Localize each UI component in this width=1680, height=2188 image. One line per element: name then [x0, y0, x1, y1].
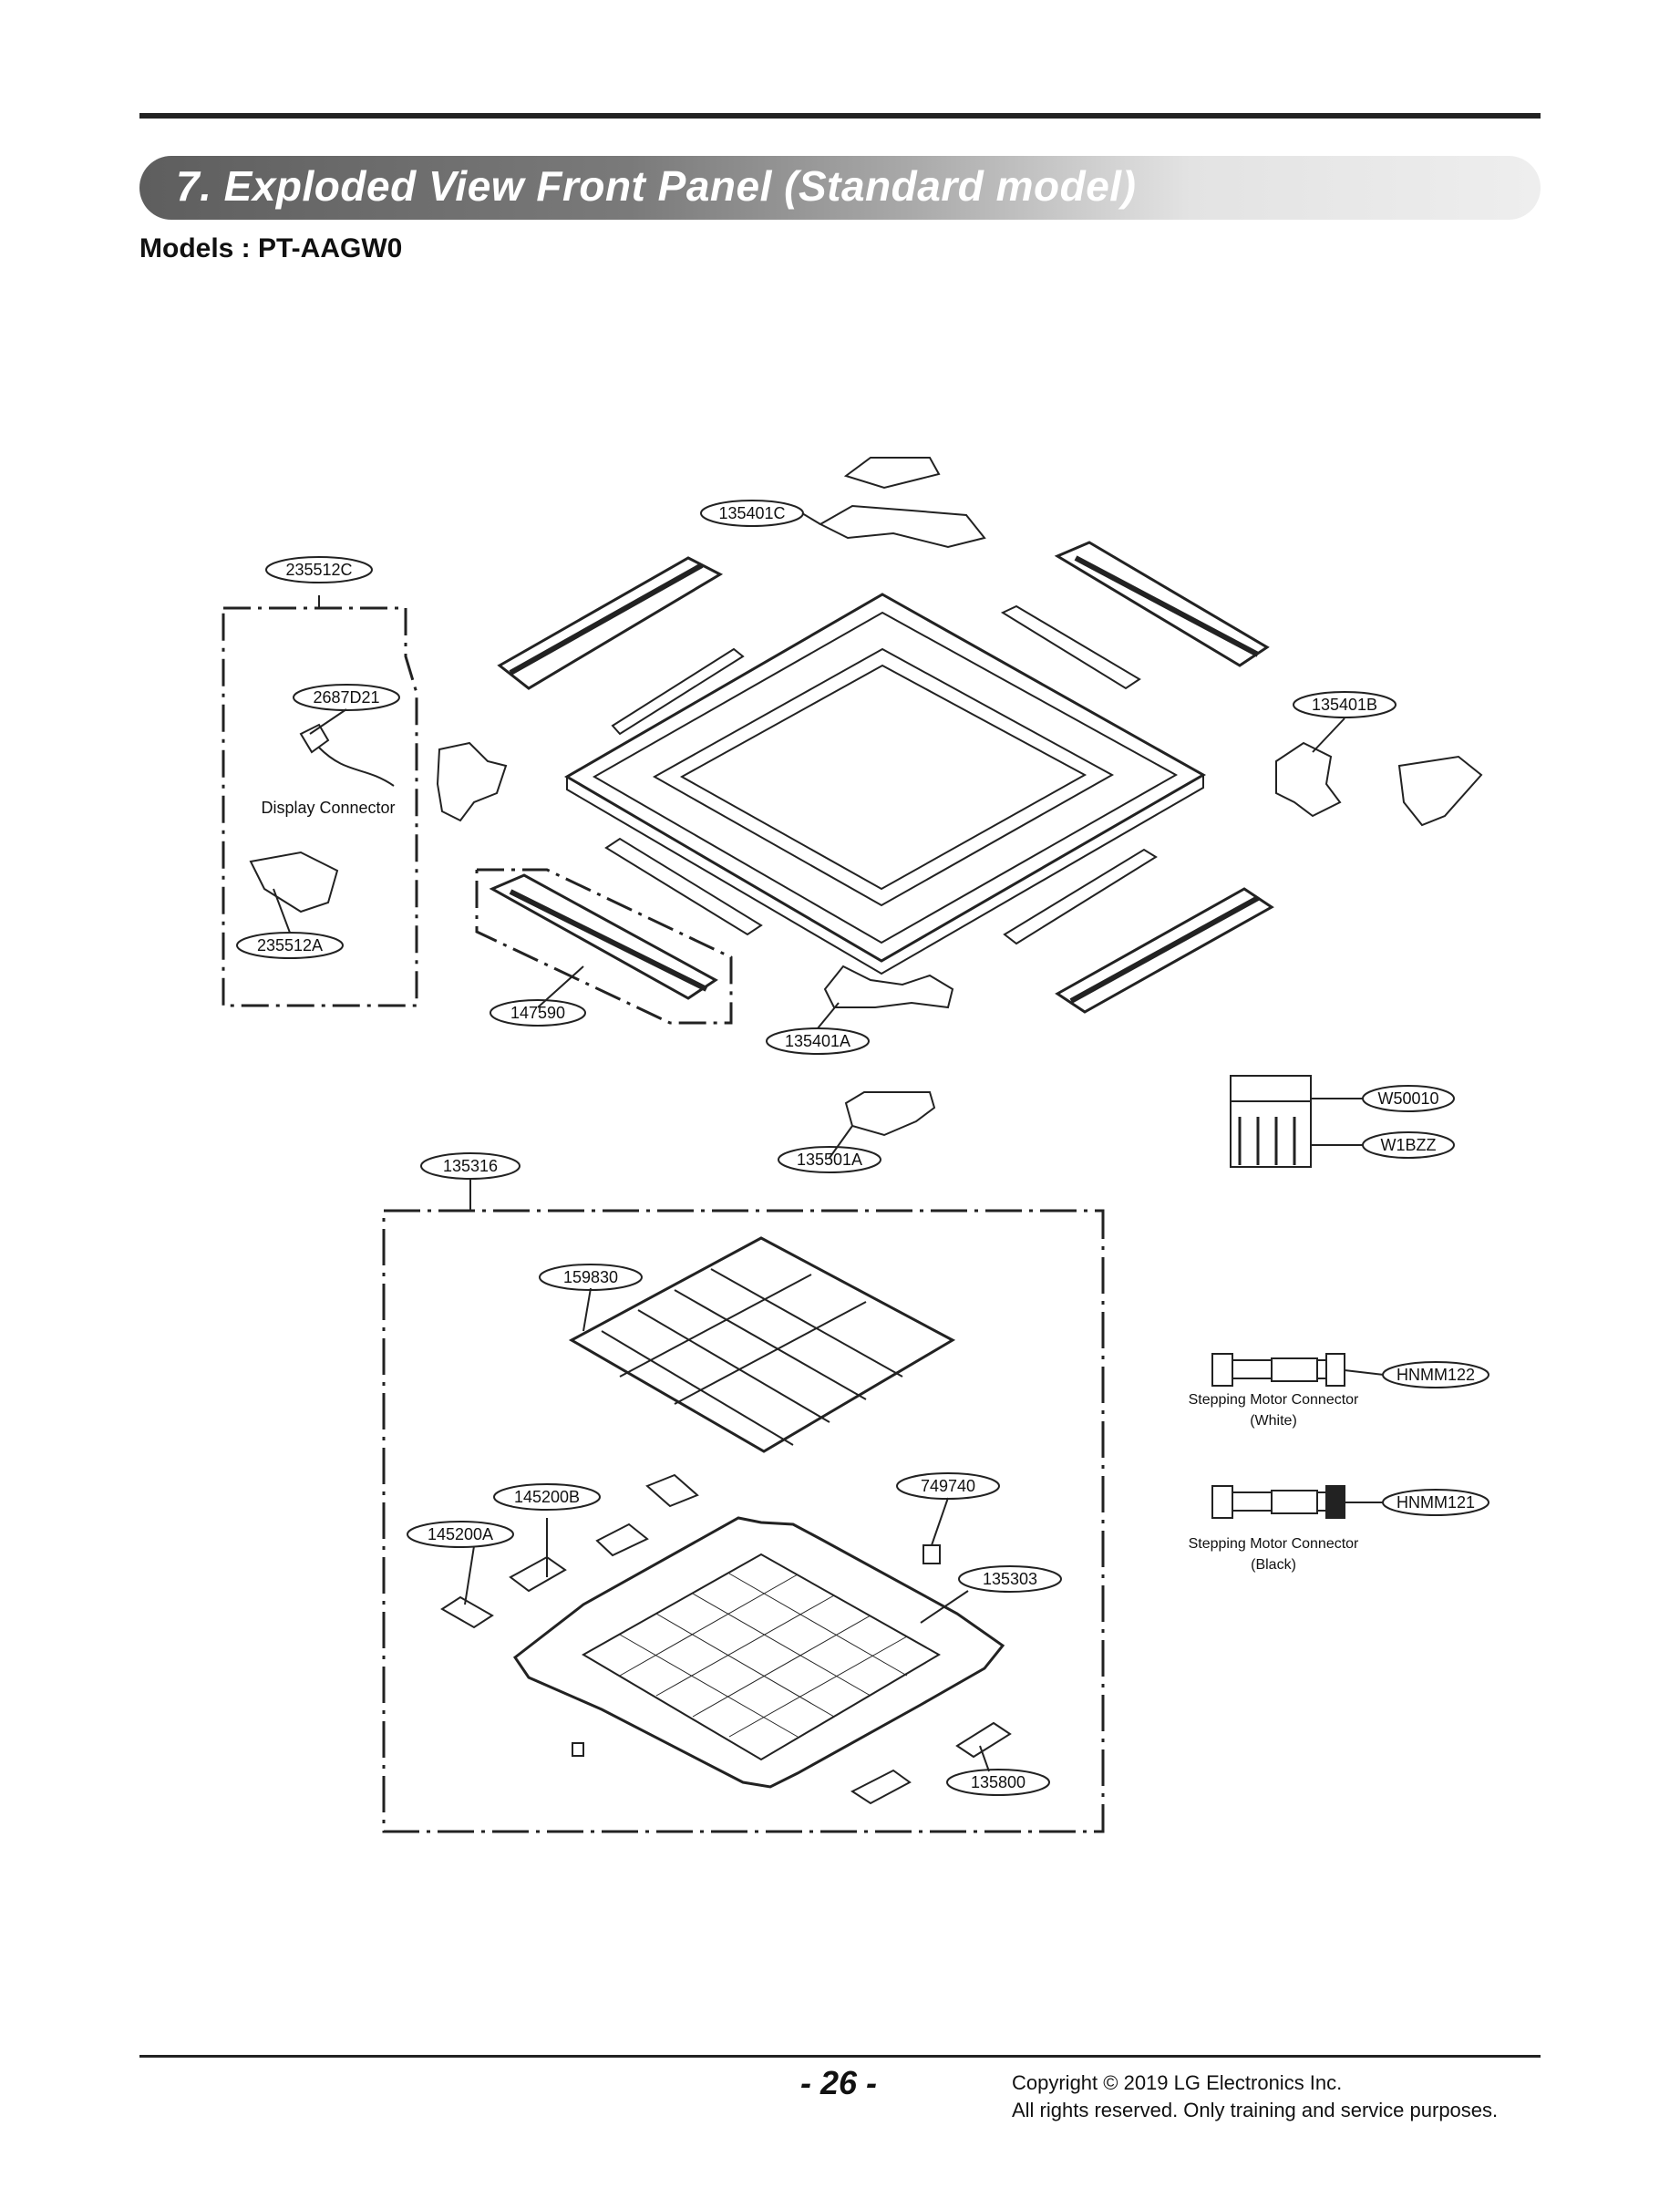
bubble-135401a [766, 1027, 870, 1055]
bubble-135501a [778, 1146, 881, 1173]
clip-135800-1 [955, 1721, 1012, 1759]
filter-159830 [568, 1236, 956, 1453]
bottom-rule [139, 2055, 1541, 2058]
stepping-connector-white [1211, 1353, 1345, 1387]
group-box-235512c [222, 606, 418, 1007]
clip-135800-2 [850, 1769, 912, 1805]
louver-top-left [497, 556, 724, 690]
bubble-145200b [493, 1483, 601, 1511]
top-rule [139, 113, 1541, 119]
clip-small [572, 1742, 584, 1757]
corner-piece-135401b [1275, 741, 1483, 827]
caption-stepping-black-2: (Black) [1251, 1557, 1296, 1573]
label-2687d21: 2687D21 [313, 688, 379, 707]
bubble-135316 [420, 1152, 520, 1180]
bubble-147590 [490, 999, 586, 1027]
label-135401b: 135401B [1312, 696, 1377, 714]
bubble-hnmm122 [1382, 1361, 1489, 1388]
bubble-w50010 [1362, 1085, 1455, 1112]
clip-749740 [922, 1544, 941, 1564]
vane-strip-2 [1000, 604, 1141, 690]
clip-145200b-1 [509, 1555, 567, 1593]
bubble-hnmm121 [1382, 1489, 1489, 1516]
copyright: Copyright © 2019 LG Electronics Inc. All… [1012, 2069, 1498, 2124]
bubble-235512c [265, 556, 373, 583]
label-235512c: 235512C [285, 561, 352, 579]
label-135316: 135316 [443, 1157, 498, 1175]
caption-stepping-white-1: Stepping Motor Connector [1189, 1392, 1359, 1408]
section-banner: 7. Exploded View Front Panel (Standard m… [139, 156, 1541, 220]
clip-145200b-2 [595, 1522, 649, 1557]
corner-piece-135401c [818, 457, 986, 549]
vane-strip-4 [1003, 848, 1158, 945]
caption-stepping-black-1: Stepping Motor Connector [1189, 1536, 1359, 1552]
terminal-block [1230, 1075, 1312, 1168]
label-135303: 135303 [983, 1570, 1037, 1588]
corner-piece-135401a [823, 965, 954, 1009]
bubble-135800 [946, 1769, 1050, 1796]
caption-display-connector: Display Connector [261, 799, 395, 817]
louver-bottom-left-147590 [489, 873, 718, 1000]
label-135501a: 135501A [797, 1151, 862, 1169]
copyright-line-1: Copyright © 2019 LG Electronics Inc. [1012, 2071, 1343, 2094]
bubble-135303 [958, 1565, 1062, 1593]
bubble-749740 [896, 1472, 1000, 1500]
bubble-145200a [407, 1521, 514, 1548]
label-w1bzz: W1BZZ [1381, 1136, 1437, 1154]
label-159830: 159830 [563, 1268, 618, 1286]
clip-145200a [440, 1595, 494, 1629]
display-connector-part [299, 723, 395, 787]
page-number: - 26 - [800, 2064, 878, 2101]
label-147590: 147590 [510, 1004, 565, 1022]
caption-stepping-white-2: (White) [1250, 1413, 1297, 1429]
louver-top-right [1054, 541, 1270, 667]
group-box-135316 [382, 1209, 1105, 1833]
section-title: 7. Exploded View Front Panel (Standard m… [176, 162, 1137, 210]
group-box-147590 [475, 868, 733, 1025]
vane-strip-3 [604, 837, 763, 936]
grille-135303 [512, 1516, 1005, 1789]
copyright-line-2: All rights reserved. Only training and s… [1012, 2099, 1499, 2121]
label-135800: 135800 [971, 1773, 1026, 1791]
bubble-159830 [539, 1264, 643, 1291]
bubble-135401c [700, 500, 804, 527]
bubble-2687d21 [293, 684, 400, 711]
label-w50010: W50010 [1377, 1089, 1438, 1108]
cover-235512a [249, 851, 339, 913]
label-145200a: 145200A [428, 1525, 493, 1543]
louver-bottom-right [1055, 887, 1274, 1014]
part-bubbles [236, 500, 1489, 1796]
clip-145200b-3 [645, 1473, 699, 1508]
label-hnmm122: HNMM122 [1397, 1366, 1475, 1384]
bubble-135401b [1293, 691, 1397, 718]
label-135401a: 135401A [785, 1032, 850, 1050]
bubble-w1bzz [1362, 1131, 1455, 1159]
label-235512a: 235512A [257, 936, 323, 955]
label-749740: 749740 [921, 1477, 975, 1495]
corner-piece-left [436, 741, 508, 822]
label-135401c: 135401C [718, 504, 785, 522]
models-label: Models : PT-AAGW0 [139, 233, 403, 263]
bubble-235512a [236, 932, 344, 959]
leader-lines [273, 512, 1385, 1772]
vane-strip-1 [611, 647, 745, 736]
main-frame [564, 593, 1207, 975]
bracket-135501a [844, 1091, 936, 1137]
stepping-connector-black [1211, 1485, 1345, 1519]
label-hnmm121: HNMM121 [1397, 1493, 1475, 1512]
label-145200b: 145200B [514, 1488, 580, 1506]
